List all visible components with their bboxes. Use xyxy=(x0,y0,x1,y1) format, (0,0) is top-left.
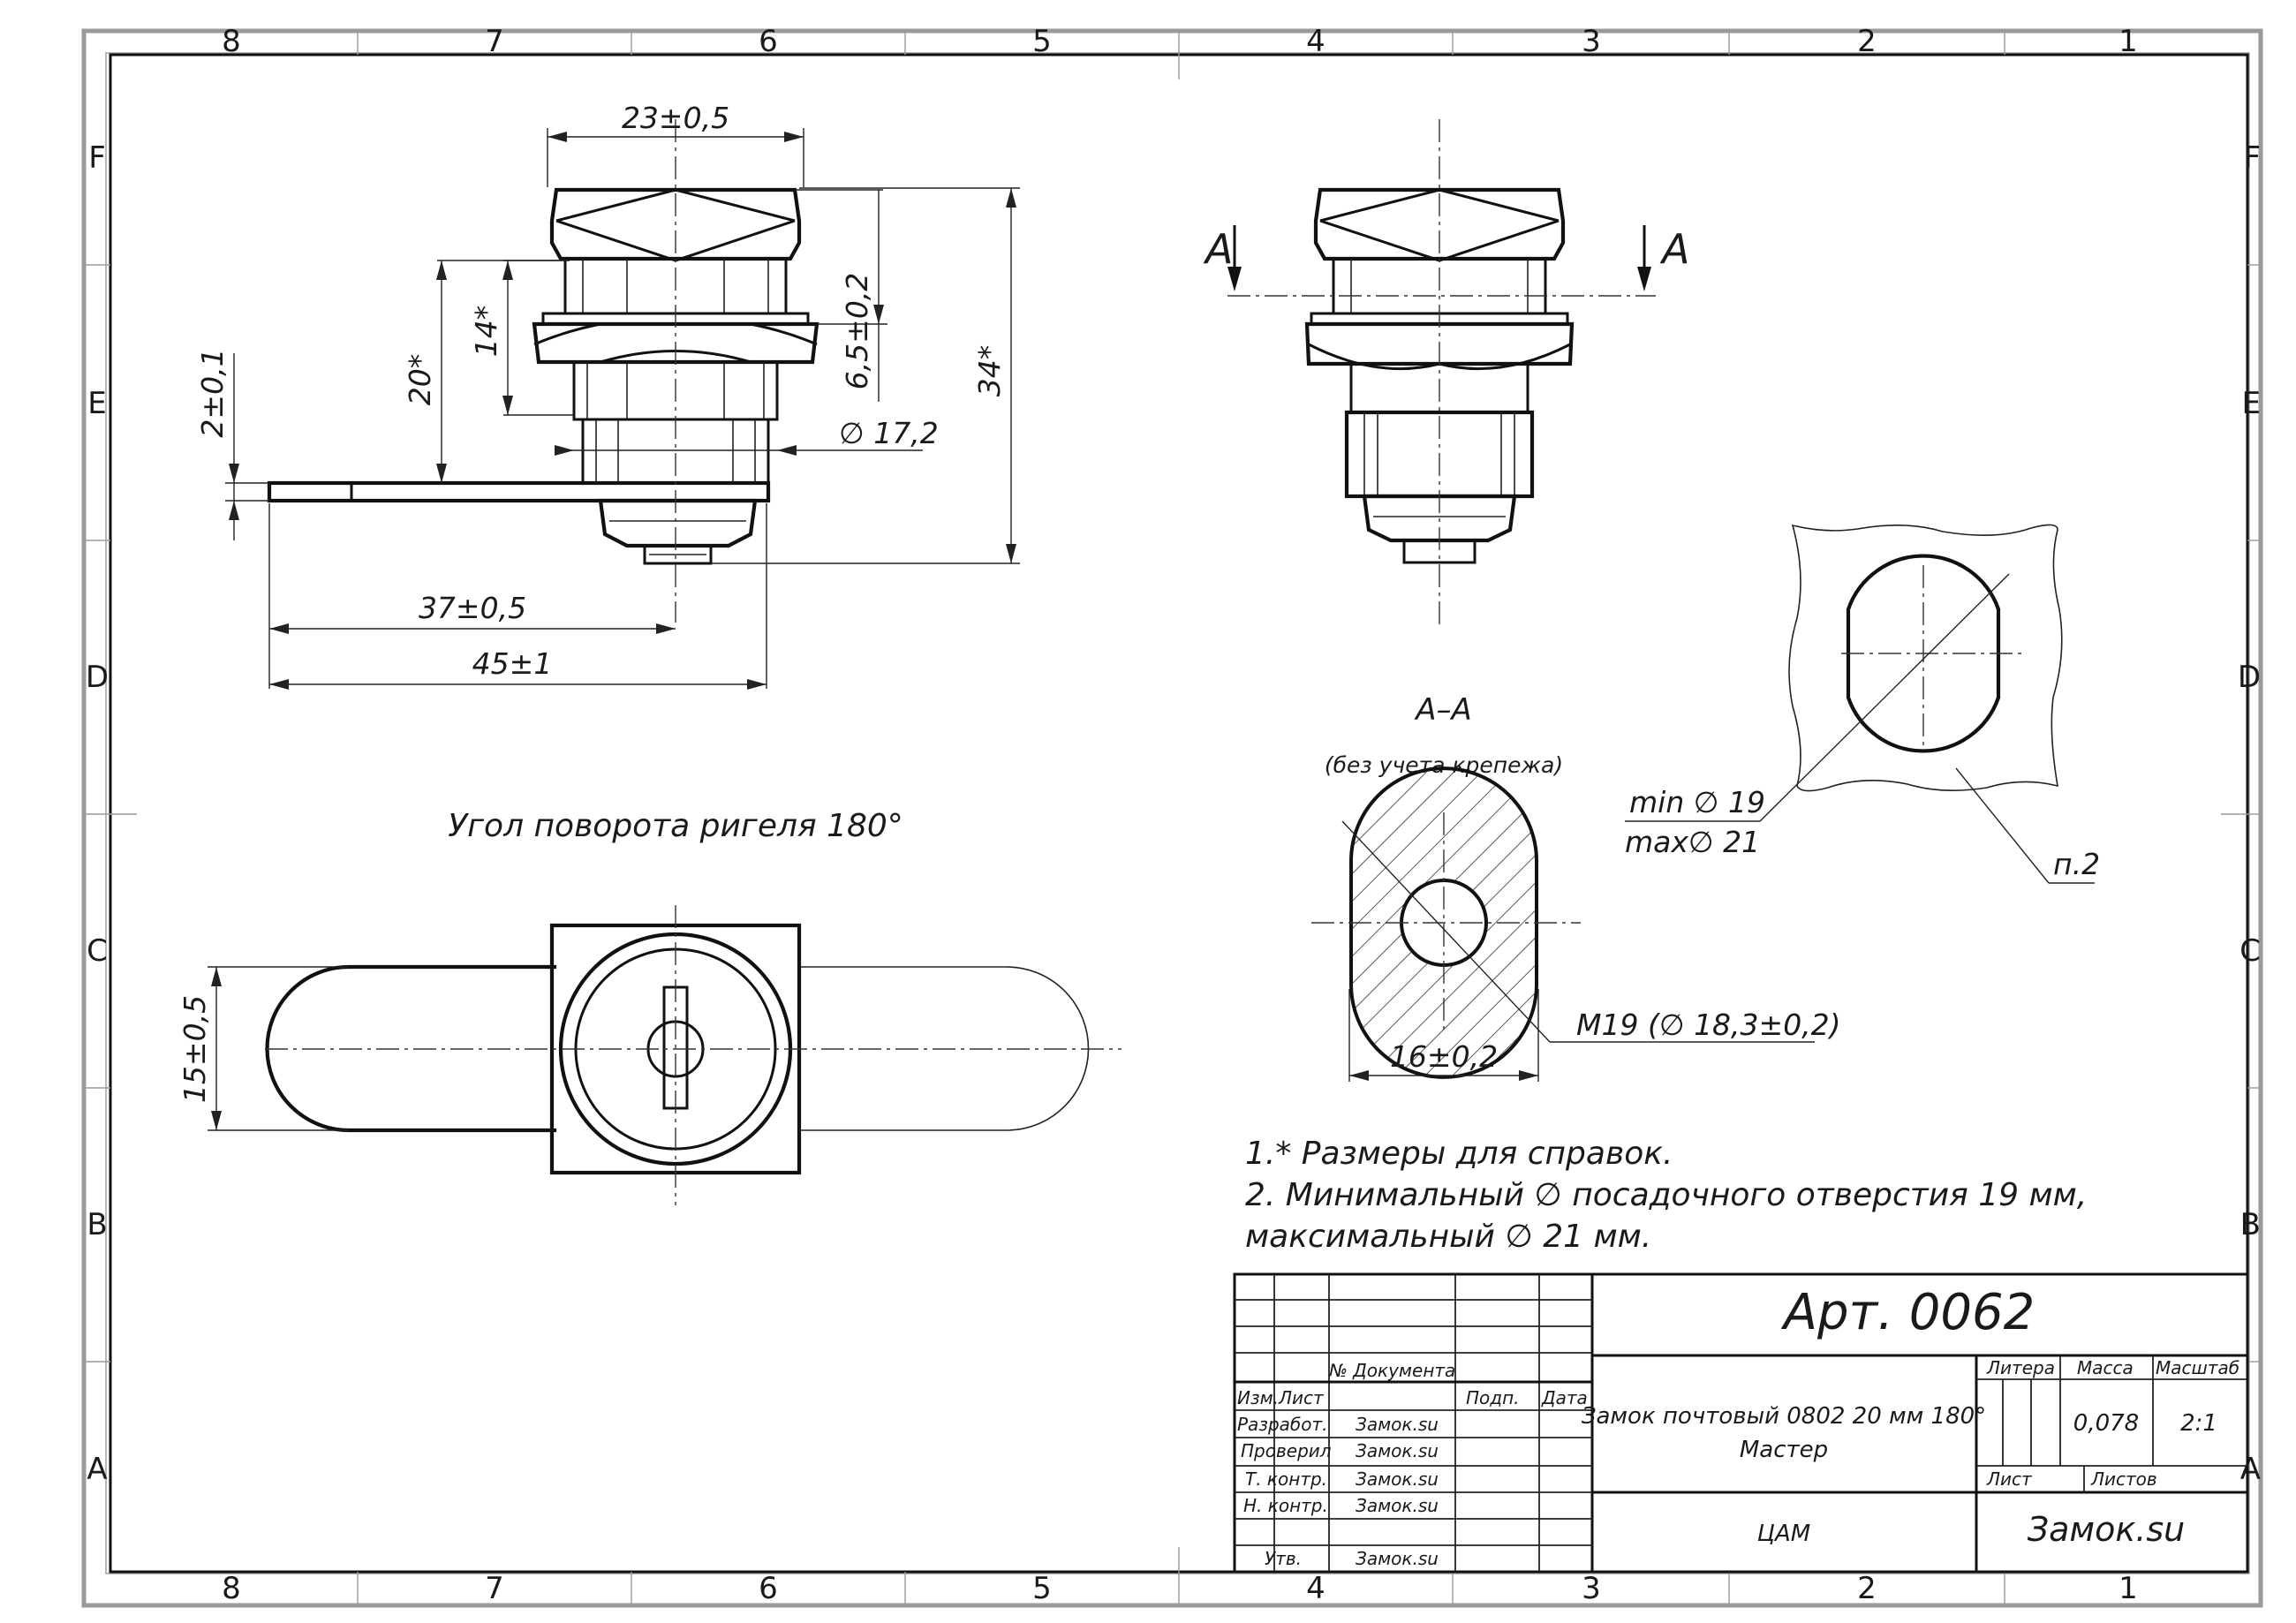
zone-row-right: F xyxy=(2243,140,2261,176)
role-checker: Проверил xyxy=(1241,1440,1332,1461)
front-view: 23±0,5 20* 14* 6,5±0,2 34* 2±0,1 ∅ 17,2 … xyxy=(195,101,1020,690)
article-number: Арт. 0062 xyxy=(1781,1284,2035,1341)
dim-cam-center: 37±0,5 xyxy=(419,591,526,625)
zone-row-right: C xyxy=(2239,933,2261,969)
rotation-note: Угол поворота ригеля 180° xyxy=(448,808,903,844)
section-mark-left: A xyxy=(1203,225,1233,273)
dim-hole-min: min ∅ 19 xyxy=(1629,785,1765,819)
product-name-line2: Мастер xyxy=(1740,1437,1828,1463)
note-3: максимальный ∅ 21 мм. xyxy=(1245,1219,1651,1255)
dim-thread: M19 (∅ 18,3±0,2) xyxy=(1576,1008,1841,1042)
dim-cam-thickness: 2±0,1 xyxy=(195,348,230,437)
role-approved: Утв. xyxy=(1265,1548,1302,1569)
zone-labels: 8 7 6 5 4 3 2 1 8 7 6 5 4 3 2 1 F E D C … xyxy=(86,24,2261,1606)
dim-height-20: 20* xyxy=(403,354,437,406)
section-title: A–A xyxy=(1414,692,1472,728)
dim-height-14: 14* xyxy=(469,306,503,358)
zone-col-top: 3 xyxy=(1582,24,1601,59)
zone-row-left: A xyxy=(87,1452,107,1487)
note-2: 2. Минимальный ∅ посадочного отверстия 1… xyxy=(1245,1177,2087,1213)
role-norm-control: Н. контр. xyxy=(1243,1495,1328,1516)
leader-p2: п.2 xyxy=(2053,847,2100,881)
dim-hole-max: max∅ 21 xyxy=(1625,825,1760,859)
data-label: Дата xyxy=(1541,1387,1588,1408)
zone-col-bottom: 4 xyxy=(1306,1571,1325,1606)
zone-col-bottom: 5 xyxy=(1032,1571,1052,1606)
zone-row-right: E xyxy=(2242,386,2261,421)
massa-label: Масса xyxy=(2077,1357,2134,1378)
material: ЦАМ xyxy=(1757,1521,1810,1547)
product-name-line1: Замок почтовый 0802 20 мм 180° xyxy=(1582,1403,1986,1430)
zone-col-bottom: 1 xyxy=(2119,1571,2138,1606)
zone-col-bottom: 7 xyxy=(485,1571,504,1606)
role-developer: Разработ. xyxy=(1237,1414,1327,1435)
section-view: A–A (без учета крепежа) 16±0,2 M19 (∅ 18… xyxy=(1311,692,1841,1082)
hole-detail: min ∅ 19 max∅ 21 п.2 xyxy=(1625,524,2100,884)
zone-row-left: F xyxy=(88,140,106,176)
section-mark-right: A xyxy=(1659,225,1689,273)
zone-row-left: D xyxy=(86,660,109,695)
zone-col-top: 7 xyxy=(485,24,504,59)
dim-cam-length: 45±1 xyxy=(472,646,553,681)
dim-body-diameter: ∅ 17,2 xyxy=(839,416,939,450)
name-checker: Замок.su xyxy=(1356,1440,1439,1461)
zone-col-bottom: 3 xyxy=(1582,1571,1601,1606)
zone-col-top: 6 xyxy=(759,24,778,59)
bottom-view: 15±0,5 xyxy=(177,905,1122,1205)
zone-row-right: B xyxy=(2240,1207,2261,1242)
podp-label: Подп. xyxy=(1466,1387,1520,1408)
name-norm-control: Замок.su xyxy=(1356,1495,1439,1516)
mass-value: 0,078 xyxy=(2073,1410,2139,1437)
masshtab-label: Масштаб xyxy=(2156,1357,2239,1378)
dim-thread-length: 6,5±0,2 xyxy=(840,273,874,390)
name-approved: Замок.su xyxy=(1356,1548,1439,1569)
zone-col-top: 5 xyxy=(1032,24,1052,59)
drawing-frame xyxy=(81,28,2263,1608)
zone-col-bottom: 2 xyxy=(1857,1571,1877,1606)
zone-row-right: D xyxy=(2238,660,2261,695)
zone-col-top: 1 xyxy=(2119,24,2138,59)
zone-col-bottom: 8 xyxy=(222,1571,241,1606)
name-developer: Замок.su xyxy=(1356,1414,1439,1435)
sheet-label: Лист xyxy=(1986,1468,2033,1490)
zone-col-top: 2 xyxy=(1857,24,1877,59)
scale-value: 2:1 xyxy=(2180,1410,2217,1437)
dim-section-width: 16±0,2 xyxy=(1390,1039,1498,1074)
izm-label: Изм. xyxy=(1237,1387,1279,1408)
zone-row-left: B xyxy=(87,1207,107,1242)
title-block: Арт. 0062 № Документа Изм. Лист Подп. Да… xyxy=(1233,1272,2249,1574)
list-label: Лист xyxy=(1278,1387,1325,1408)
company-name: Замок.su xyxy=(2028,1510,2185,1549)
note-1: 1.* Размеры для справок. xyxy=(1245,1136,1673,1172)
doc-number-label: № Документа xyxy=(1328,1360,1455,1381)
sheets-label: Листов xyxy=(2090,1468,2157,1490)
litera-label: Литера xyxy=(1986,1357,2055,1378)
zone-row-right: A xyxy=(2240,1452,2261,1487)
technical-notes: 1.* Размеры для справок. 2. Минимальный … xyxy=(1245,1136,2087,1255)
zone-col-top: 4 xyxy=(1306,24,1325,59)
role-tech-control: Т. контр. xyxy=(1245,1468,1327,1490)
zone-col-top: 8 xyxy=(222,24,241,59)
dim-head-width: 23±0,5 xyxy=(622,101,729,135)
side-view: A A xyxy=(1203,119,1689,629)
zone-row-left: C xyxy=(87,933,108,969)
name-tech-control: Замок.su xyxy=(1356,1468,1439,1490)
zone-row-left: E xyxy=(87,386,106,421)
dim-cam-width: 15±0,5 xyxy=(177,995,212,1103)
dim-total-height: 34* xyxy=(972,345,1007,397)
zone-col-bottom: 6 xyxy=(759,1571,778,1606)
